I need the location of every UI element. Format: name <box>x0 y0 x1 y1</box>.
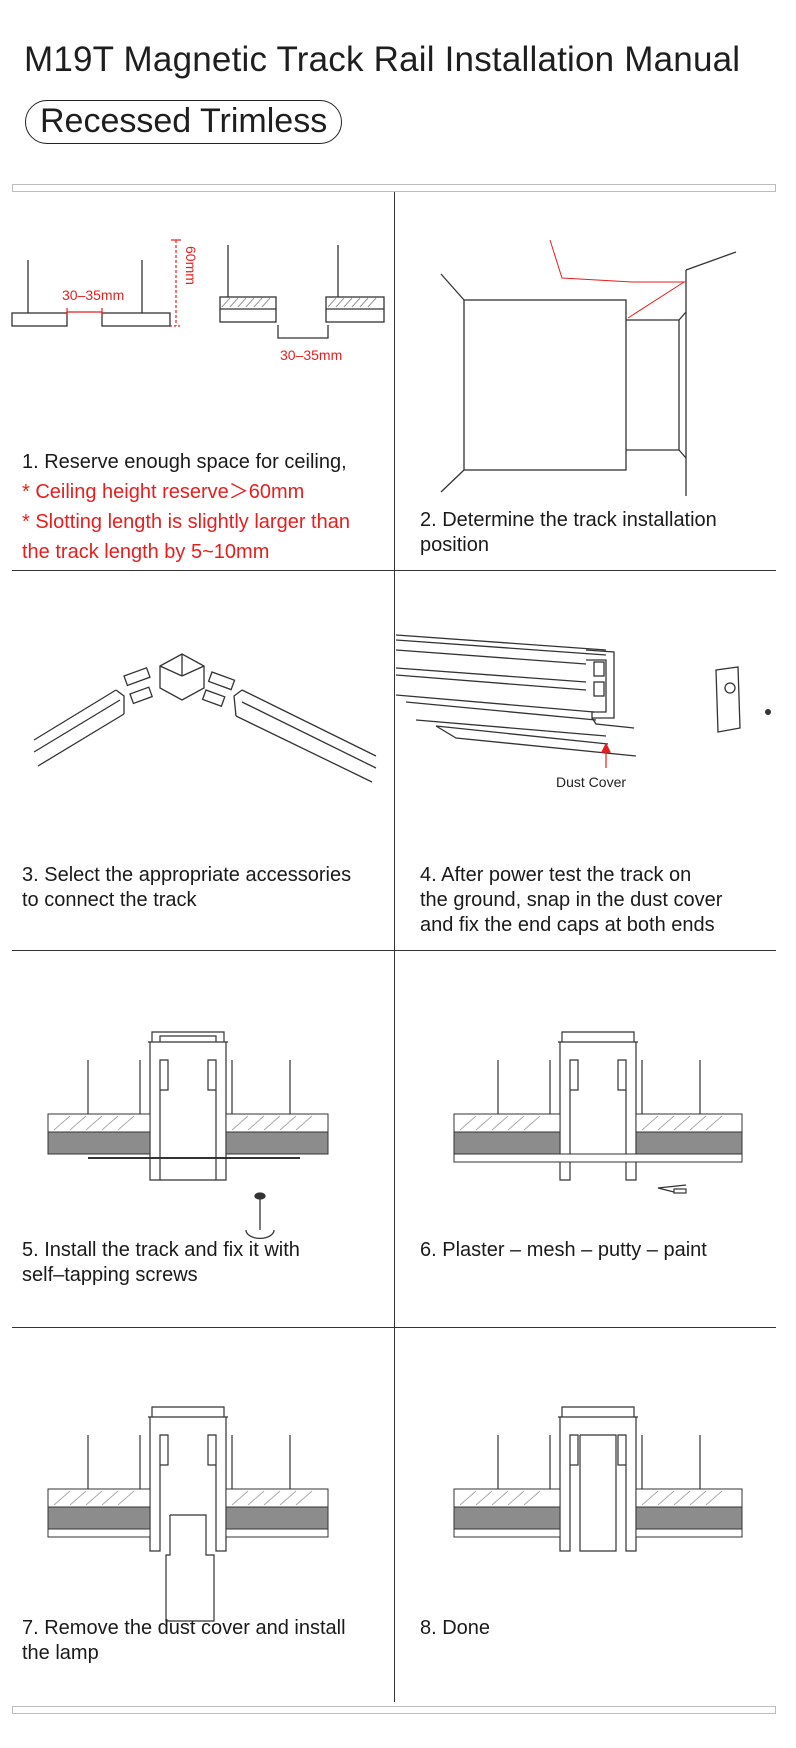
row-divider-2 <box>12 950 776 952</box>
step5-figure <box>47 1031 329 1240</box>
step2-line-2: position <box>420 534 489 556</box>
gap-label-a: 30–35mm <box>62 287 124 303</box>
step8-caption: 8. Done <box>420 1616 780 1641</box>
bottom-divider-band <box>12 1706 776 1714</box>
step4-line-1: 4. After power test the track on <box>420 864 692 886</box>
step3-line-1: 3. Select the appropriate accessories <box>22 864 352 886</box>
gap-label-b: 30–35mm <box>280 347 342 363</box>
center-divider <box>394 192 396 1702</box>
top-divider-band <box>12 184 776 192</box>
step4-figure: Dust Cover <box>396 634 771 790</box>
step3-figure <box>33 653 377 783</box>
row-divider-3 <box>12 1327 776 1329</box>
step8-line-1: 8. Done <box>420 1617 491 1639</box>
step8-figure <box>453 1406 743 1552</box>
step1-note-3: the track length by 5~10mm <box>22 541 270 563</box>
step1-line-1: 1. Reserve enough space for ceiling, <box>22 451 347 473</box>
step3-line-2: to connect the track <box>22 889 197 911</box>
step2-figure <box>440 239 737 496</box>
step3-caption: 3. Select the appropriate accessories to… <box>22 863 392 913</box>
step4-line-3: and fix the end caps at both ends <box>420 914 715 936</box>
step4-caption: 4. After power test the track on the gro… <box>420 863 780 938</box>
step6-caption: 6. Plaster – mesh – putty – paint <box>420 1238 780 1263</box>
step2-line-1: 2. Determine the track installation <box>420 509 717 531</box>
dust-cover-label: Dust Cover <box>556 774 626 790</box>
step5-line-1: 5. Install the track and fix it with <box>22 1239 300 1261</box>
height-label: 60mm <box>183 246 199 285</box>
step1-note-2: * Slotting length is slightly larger tha… <box>22 511 350 533</box>
step7-caption: 7. Remove the dust cover and install the… <box>22 1616 392 1666</box>
page-title: M19T Magnetic Track Rail Installation Ma… <box>24 40 741 79</box>
step1-note-1: * Ceiling height reserve＞60mm <box>22 481 305 503</box>
step7-line-2: the lamp <box>22 1642 99 1664</box>
step1-caption: 1. Reserve enough space for ceiling, * C… <box>22 447 387 567</box>
page-subtitle: Recessed Trimless <box>25 100 343 144</box>
step6-figure <box>453 1031 743 1194</box>
step6-line-1: 6. Plaster – mesh – putty – paint <box>420 1239 707 1261</box>
row-divider-1 <box>12 570 776 572</box>
step7-line-1: 7. Remove the dust cover and install <box>22 1617 346 1639</box>
step5-line-2: self–tapping screws <box>22 1264 198 1286</box>
step7-figure <box>47 1406 329 1622</box>
step5-caption: 5. Install the track and fix it with sel… <box>22 1238 392 1288</box>
step2-caption: 2. Determine the track installation posi… <box>420 508 780 558</box>
step1-figure: 30–35mm 60mm 30–35mm <box>11 239 385 363</box>
step4-line-2: the ground, snap in the dust cover <box>420 889 723 911</box>
